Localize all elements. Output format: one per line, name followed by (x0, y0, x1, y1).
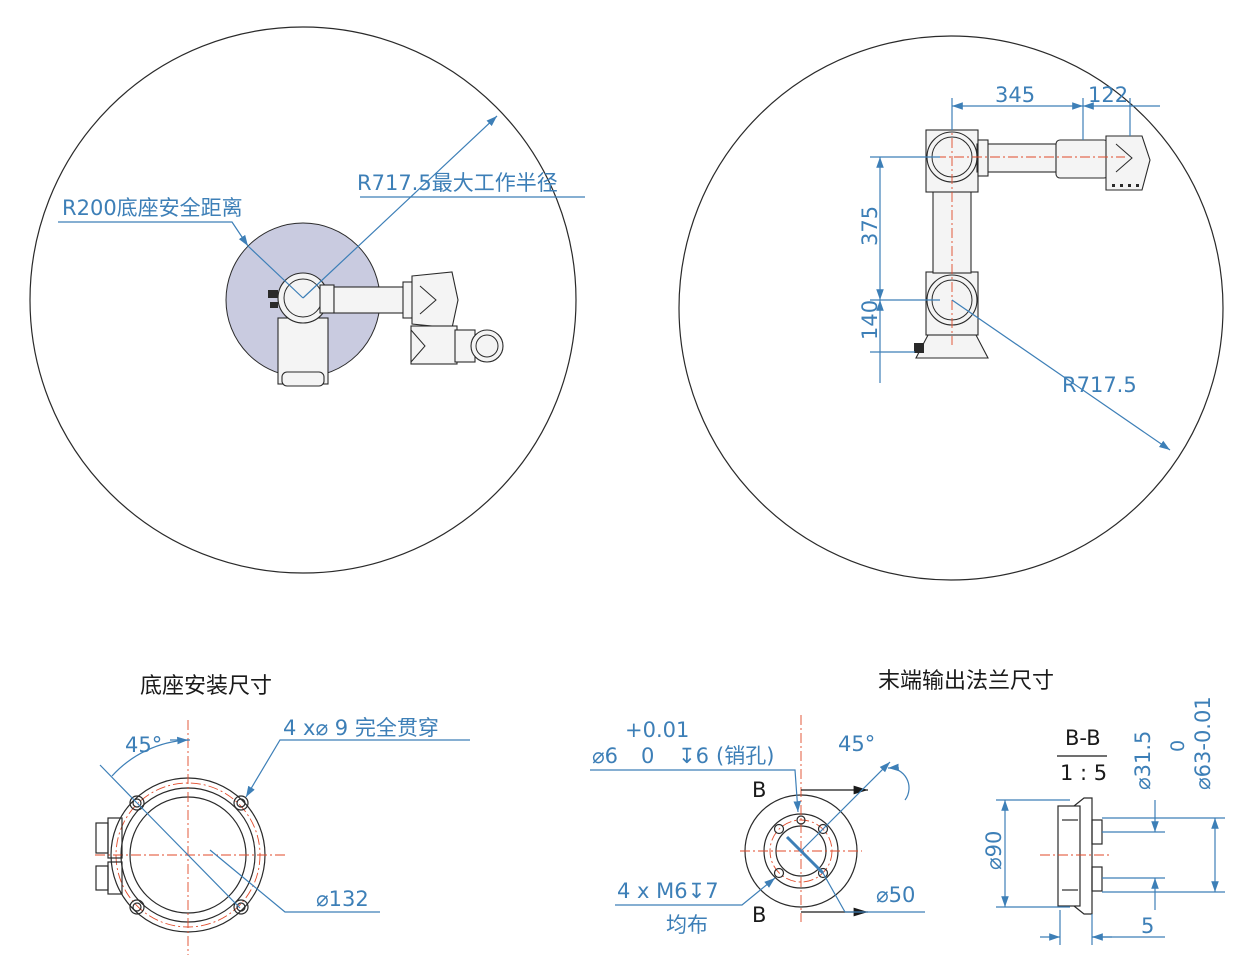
reach-circle (678, 35, 1224, 581)
base-holes: 4 x⌀ 9 完全贯穿 (283, 716, 439, 740)
base-angle: 45° (125, 733, 162, 757)
radius-label: R717.5 (1062, 373, 1137, 397)
dim-link1: 345 (995, 83, 1035, 107)
section-label: B-B (1065, 726, 1101, 750)
flange-drawing (590, 715, 925, 922)
max-work-radius-circle (29, 26, 577, 574)
section-scale: 1 : 5 (1060, 761, 1107, 785)
thread-spec: 4 x M6↧7 (617, 879, 719, 903)
cable-connectors (95, 817, 123, 895)
pin-tol-upper: +0.01 (625, 718, 689, 742)
flange-diameter: ⌀50 (876, 883, 915, 907)
section-mark-bottom: B (752, 903, 766, 927)
pin-diameter: ⌀6 (592, 744, 618, 768)
mount-holes (129, 795, 249, 915)
dim-base: 140 (858, 300, 882, 340)
pin-depth: ↧6 (678, 744, 709, 768)
side-view-workspace (678, 35, 1224, 581)
safety-radius-label: R200底座安全距离 (62, 196, 243, 220)
robot-arm-top-view (268, 271, 504, 387)
section-drawing (996, 797, 1225, 945)
dim-d90: ⌀90 (982, 831, 1006, 870)
dim-tol-zero: 0 (1167, 740, 1189, 752)
dim-d63: ⌀63-0.01 (1191, 696, 1215, 790)
base-diameter: ⌀132 (316, 887, 369, 911)
dim-5: 5 (1141, 914, 1154, 938)
dim-d315: ⌀31.5 (1131, 731, 1155, 790)
dim-link2: 375 (858, 206, 882, 246)
pin-tol-lower: 0 (641, 744, 654, 768)
robot-arm-side-view (914, 129, 1151, 359)
max-radius-label: R717.5最大工作半径 (357, 171, 558, 195)
pin-note: (销孔) (716, 744, 774, 768)
base-mount-drawing (95, 720, 470, 955)
section-mark-top: B (752, 778, 766, 802)
flange-angle: 45° (838, 732, 875, 756)
base-mount-title: 底座安装尺寸 (140, 674, 272, 699)
thread-note: 均布 (666, 913, 708, 937)
flange-title: 末端输出法兰尺寸 (878, 669, 1054, 694)
top-view-workspace (29, 26, 585, 574)
dim-wrist: 122 (1088, 83, 1128, 107)
